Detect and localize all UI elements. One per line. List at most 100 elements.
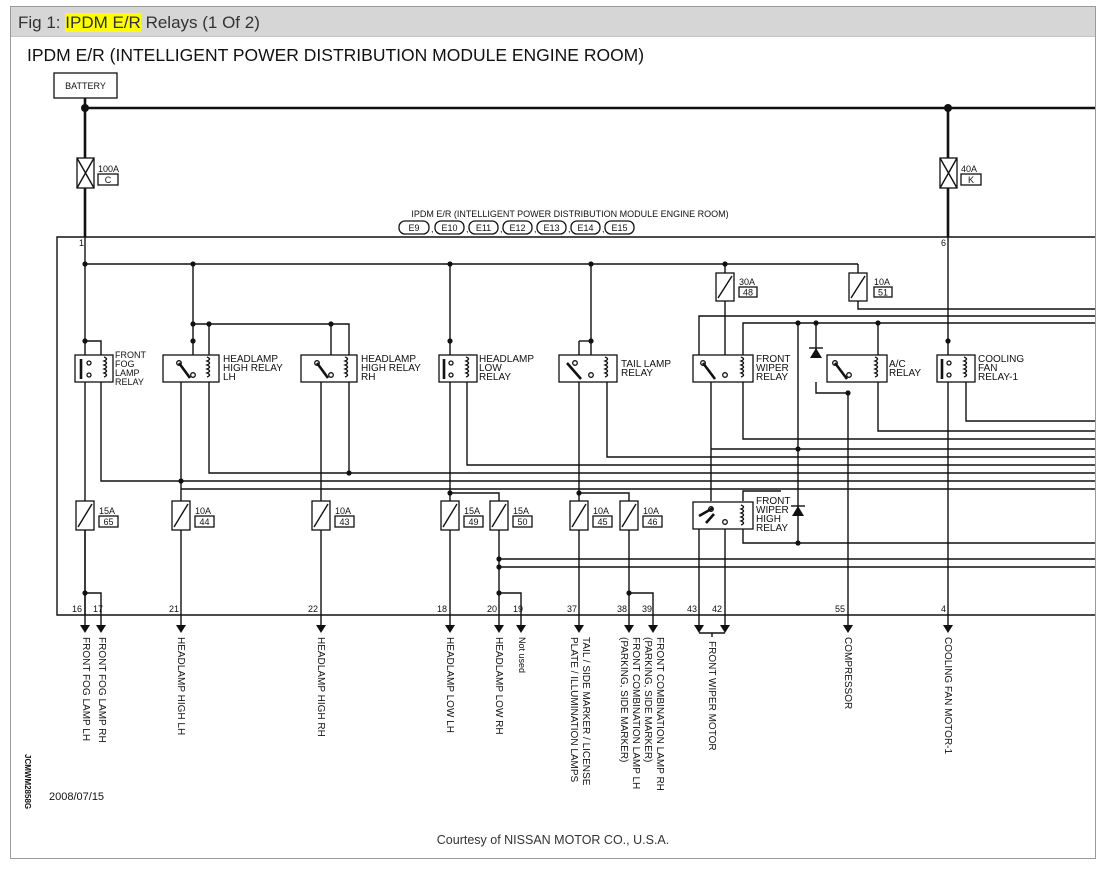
relay-front-fog-lamp: FRONT FOG LAMP RELAY [74, 350, 146, 387]
fuse-10a-44: 10A 44 [171, 500, 215, 531]
pin-label: 6 [941, 238, 946, 248]
fuse-amp: 10A [335, 506, 351, 516]
relay-label-line: COOLING [978, 354, 1024, 365]
pin-label: 21 [169, 604, 179, 614]
main-bus [81, 98, 1095, 237]
svg-text:,: , [534, 224, 537, 234]
main-fuse-amp: 40A [961, 164, 977, 174]
fuse-10a-46: 10A 46 [619, 500, 663, 531]
relay-label-line: RELAY [756, 523, 788, 534]
internal-wiring [82, 237, 1095, 615]
relay-label-line: RH [361, 372, 375, 383]
relay-headlamp-low: HEADLAMP LOW RELAY [438, 354, 534, 383]
pin-label: 38 [617, 604, 627, 614]
output-label: HEADLAMP LOW RH [493, 637, 504, 735]
relay-label-line: HIGH [756, 514, 781, 525]
figure-prefix: Fig 1: [18, 13, 61, 32]
pin-label: 22 [308, 604, 318, 614]
fuse-15a-50: 15A 50 [489, 500, 533, 531]
fuse-amp: 15A [99, 506, 115, 516]
connector-label: E15 [611, 223, 627, 233]
relay-label-line: WIPER [756, 363, 789, 374]
fuse-id: 45 [597, 517, 607, 527]
connector-label: E14 [577, 223, 593, 233]
main-fuse-amp: 100A [98, 164, 119, 174]
relay-label-line: RELAY [889, 368, 921, 379]
battery-label: BATTERY [65, 81, 106, 91]
pin-label: 42 [712, 604, 722, 614]
relay-front-wiper-high: FRONT WIPER HIGH RELAY [692, 496, 790, 534]
relay-label-line: FOG [115, 359, 135, 369]
svg-text:,: , [466, 224, 469, 234]
svg-text:,: , [568, 224, 571, 234]
relay-label-line: WIPER [756, 505, 789, 516]
output-arrows [80, 615, 953, 637]
diagram-date: 2008/07/15 [49, 791, 104, 803]
relay-label-line: HEADLAMP [361, 354, 416, 365]
relay-label-line: RELAY [479, 372, 511, 383]
connector-label: E9 [408, 223, 419, 233]
relay-label-line: HEADLAMP [223, 354, 278, 365]
fuse-amp: 10A [593, 506, 609, 516]
fuse-10a-45: 10A 45 [569, 500, 613, 531]
relay-label-line: LOW [479, 363, 502, 374]
side-code: JCMWM2858G [23, 754, 32, 809]
output-pins: 16 17 21 22 18 20 19 37 38 39 43 42 55 4 [72, 604, 946, 614]
output-label: FRONT COMBINATION LAMP LH [630, 637, 641, 789]
diagram-title: IPDM E/R (INTELLIGENT POWER DISTRIBUTION… [27, 45, 644, 65]
output-label: TAIL / SIDE MARKER / LICENSE [580, 637, 591, 786]
relay-cooling-fan-1: COOLING FAN RELAY-1 [936, 354, 1024, 383]
svg-text:,: , [431, 224, 434, 234]
fuse-amp: 10A [643, 506, 659, 516]
fuse-10a-51: 10A 51 [848, 272, 893, 302]
pin-label: 37 [567, 604, 577, 614]
relay-label-line: FRONT [756, 496, 790, 507]
connector-label: E11 [476, 223, 491, 233]
output-labels: FRONT FOG LAMP LH FRONT FOG LAMP RH HEAD… [80, 637, 953, 791]
pin-label: 4 [941, 604, 946, 614]
output-label: (PARKING, SIDE MARKER) [642, 637, 653, 762]
connector-list: E9 , E10 , E11 , E12 , E13 , E14 , E15 [398, 220, 635, 235]
pin-label: 19 [513, 604, 523, 614]
pin-label: 1 [79, 238, 84, 248]
svg-text:,: , [602, 224, 605, 234]
fuse-id: 50 [517, 517, 527, 527]
fuse-15a-65: 15A 65 [75, 500, 119, 531]
output-label: FRONT COMBINATION LAMP RH [654, 637, 665, 791]
module-box [56, 236, 1095, 616]
output-label: COOLING FAN MOTOR-1 [942, 637, 953, 754]
relay-front-wiper: FRONT WIPER RELAY [692, 354, 790, 383]
fuse-id: 51 [878, 288, 888, 298]
relay-label-line: HIGH RELAY [361, 363, 421, 374]
fuse-30a-48: 30A 48 [715, 272, 758, 302]
relay-label-line: HIGH RELAY [223, 363, 283, 374]
output-label: (PARKING, SIDE MARKER) [618, 637, 629, 762]
fuse-15a-49: 15A 49 [440, 500, 484, 531]
output-label: COMPRESSOR [842, 637, 853, 709]
output-label: FRONT FOG LAMP LH [80, 637, 91, 741]
relay-headlamp-high-lh: HEADLAMP HIGH RELAY LH [162, 354, 283, 383]
fuse-id: 43 [339, 517, 349, 527]
output-label: HEADLAMP LOW LH [444, 637, 455, 733]
pin-label: 20 [487, 604, 497, 614]
relay-label-line: FRONT [115, 350, 146, 360]
module-label: IPDM E/R (INTELLIGENT POWER DISTRIBUTION… [411, 209, 728, 219]
fuse-amp: 10A [195, 506, 211, 516]
wiring-diagram: IPDM E/R (INTELLIGENT POWER DISTRIBUTION… [23, 45, 1095, 847]
relay-label-line: RELAY-1 [978, 372, 1018, 383]
pin-label: 39 [642, 604, 652, 614]
connector-label: E13 [543, 223, 559, 233]
relay-label-line: FRONT [756, 354, 790, 365]
pin-label: 17 [93, 604, 103, 614]
figure-title: Fig 1: IPDM E/R Relays (1 Of 2) [18, 13, 260, 33]
relay-label-line: A/C [889, 359, 906, 370]
figure-highlight: IPDM E/R [65, 13, 141, 32]
figure-header-bar: Fig 1: IPDM E/R Relays (1 Of 2) [11, 7, 1095, 37]
fuse-id: 44 [199, 517, 209, 527]
fuse-amp: 30A [739, 277, 755, 287]
fuse-amp: 10A [874, 277, 890, 287]
relay-label-line: LH [223, 372, 236, 383]
connector-label: E12 [509, 223, 525, 233]
courtesy-note: Courtesy of NISSAN MOTOR CO., U.S.A. [437, 833, 669, 847]
figure-frame: Fig 1: IPDM E/R Relays (1 Of 2) IPDM E/R… [10, 6, 1096, 859]
